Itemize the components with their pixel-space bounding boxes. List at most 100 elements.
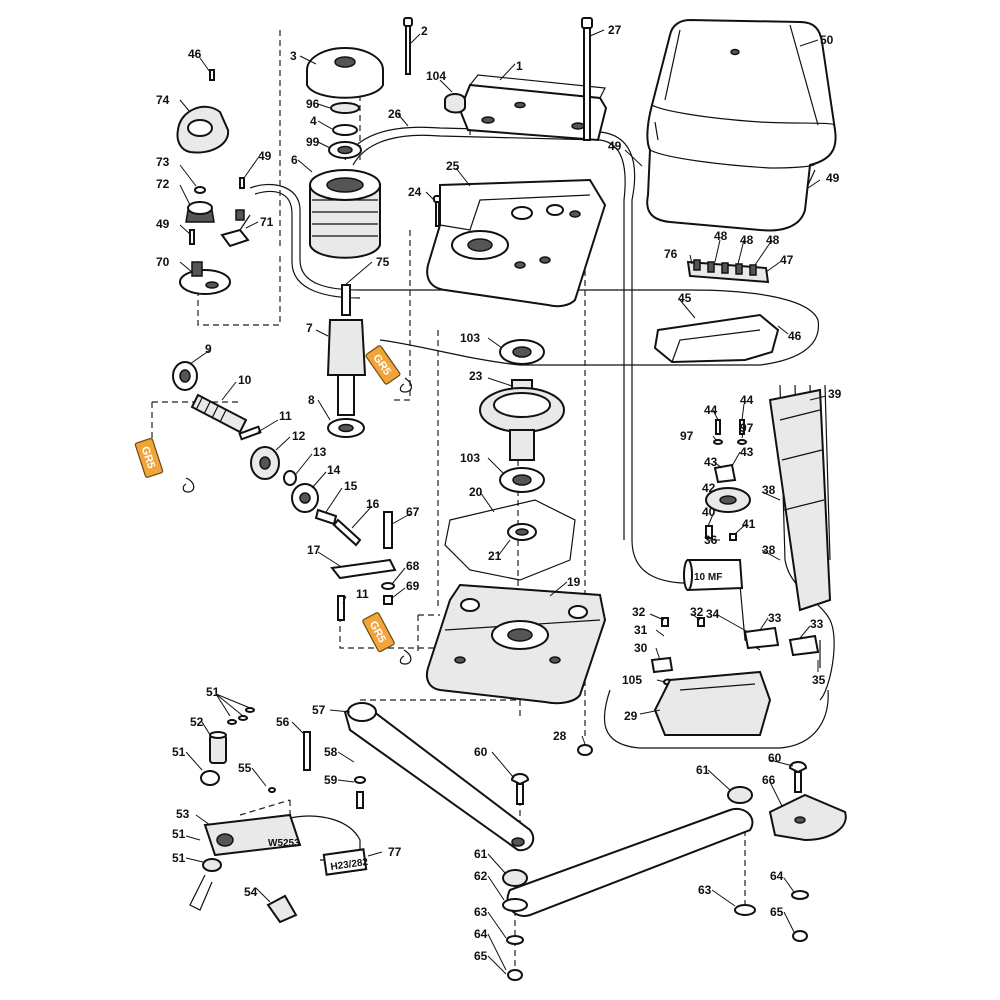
- part-number: 61: [474, 847, 488, 861]
- part-number: 17: [307, 543, 321, 557]
- part-number: 32: [632, 605, 646, 619]
- part-number: 10: [238, 373, 252, 387]
- part-number: 33: [810, 617, 824, 631]
- part-number: 46: [188, 47, 202, 61]
- output-gear-stack: [444, 339, 576, 581]
- part-number: 44: [704, 403, 718, 417]
- part-number: 46: [788, 329, 802, 343]
- part-number: 42: [702, 481, 716, 495]
- grease-tag-loop: [182, 477, 195, 493]
- part-number: 97: [740, 421, 754, 435]
- part-number: 39: [828, 387, 842, 401]
- part-number: 11: [279, 409, 292, 423]
- nameplate-label: W5253: [268, 838, 300, 849]
- plate-label: H23/282: [330, 857, 369, 873]
- part-number: 67: [406, 505, 420, 519]
- part-number: 35: [812, 673, 826, 687]
- part-number: 4: [310, 114, 317, 128]
- part-number: 49: [258, 149, 272, 163]
- part-number: 12: [292, 429, 306, 443]
- part-number: 29: [624, 709, 638, 723]
- part-number: 19: [567, 575, 581, 589]
- part-number: 33: [768, 611, 782, 625]
- part-number: 27: [608, 23, 622, 37]
- part-number: 47: [780, 253, 794, 267]
- part-number: 77: [388, 845, 402, 859]
- grease-tag-loop: [399, 377, 412, 393]
- part-number: 40: [702, 505, 716, 519]
- part-number: 38: [762, 543, 776, 557]
- grease-tag: GR5: [365, 345, 401, 385]
- part-number: 60: [474, 745, 488, 759]
- part-number: 48: [740, 233, 754, 247]
- motor-stack: [306, 47, 384, 259]
- part-number: 13: [313, 445, 327, 459]
- part-number: 26: [388, 107, 402, 121]
- part-number: 1: [516, 59, 523, 73]
- part-number: 104: [426, 69, 446, 83]
- part-numbers: 1 2 3 4 6 7 8 9 10 11 11 12 13 14 15 16 …: [156, 23, 842, 963]
- gearbox-top-housing: [426, 178, 607, 308]
- part-number: 36: [704, 533, 718, 547]
- part-number: 3: [290, 49, 297, 63]
- part-number: 28: [553, 729, 567, 743]
- grease-tag: GR5: [134, 437, 164, 478]
- part-number: 70: [156, 255, 170, 269]
- part-number: 52: [190, 715, 204, 729]
- release-key-assembly: [189, 707, 368, 924]
- part-number: 7: [306, 321, 313, 335]
- misc-fasteners: [354, 744, 593, 809]
- part-number: 65: [770, 905, 784, 919]
- part-number: 2: [421, 24, 428, 38]
- part-number: 34: [706, 607, 720, 621]
- part-number: 43: [704, 455, 718, 469]
- part-number: 6: [291, 153, 298, 167]
- part-number: 45: [678, 291, 692, 305]
- part-number: 43: [740, 445, 754, 459]
- encoder-assembly: [176, 69, 250, 295]
- part-number: 49: [608, 139, 622, 153]
- part-number: 63: [698, 883, 712, 897]
- part-number: 11: [356, 587, 369, 601]
- part-number: 49: [156, 217, 170, 231]
- part-number: 59: [324, 773, 338, 787]
- part-number: 41: [742, 517, 756, 531]
- part-number: 20: [469, 485, 483, 499]
- part-number: 21: [488, 549, 502, 563]
- part-number: 58: [324, 745, 338, 759]
- part-number: 75: [376, 255, 390, 269]
- part-number: 15: [344, 479, 358, 493]
- part-number: 48: [714, 229, 728, 243]
- part-number: 76: [664, 247, 678, 261]
- worm-gear-train: [172, 361, 338, 526]
- part-number: 32: [690, 605, 704, 619]
- part-number: 71: [260, 215, 274, 229]
- part-number: 99: [306, 135, 320, 149]
- part-number: 62: [474, 869, 488, 883]
- leader-lines: [179, 29, 827, 975]
- part-number: 50: [820, 33, 834, 47]
- part-number: 61: [696, 763, 710, 777]
- part-number: 25: [446, 159, 460, 173]
- part-number: 16: [366, 497, 380, 511]
- part-number: 97: [680, 429, 694, 443]
- part-number: 103: [460, 331, 480, 345]
- part-number: 64: [474, 927, 488, 941]
- part-number: 24: [408, 185, 422, 199]
- part-number: 105: [622, 673, 642, 687]
- part-number: 14: [327, 463, 341, 477]
- part-number: 56: [276, 715, 290, 729]
- release-lever: [330, 511, 397, 621]
- electrical-components: [650, 259, 832, 736]
- part-number: 30: [634, 641, 648, 655]
- part-number: 66: [762, 773, 776, 787]
- part-number: 8: [308, 393, 315, 407]
- part-number: 96: [306, 97, 320, 111]
- mounting-bracket: [444, 74, 608, 142]
- grease-tag: GR5: [362, 612, 395, 653]
- part-number: 63: [474, 905, 488, 919]
- part-number: 54: [244, 885, 258, 899]
- part-number: 55: [238, 761, 252, 775]
